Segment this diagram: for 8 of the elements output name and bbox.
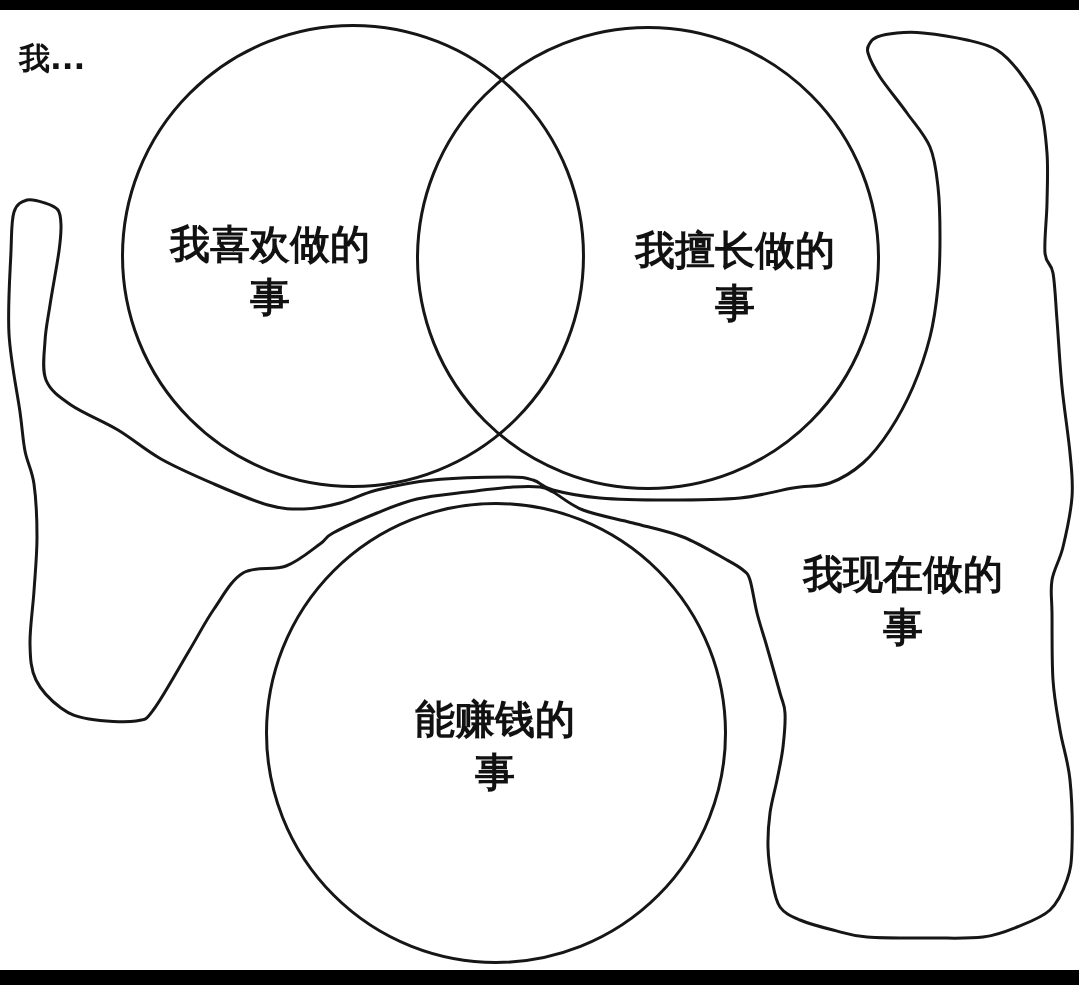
circle: [265, 502, 727, 964]
category-label: 能赚钱的事: [414, 695, 576, 797]
circle: [416, 26, 880, 490]
category-label: 我擅长做的事: [633, 226, 836, 328]
circle: [121, 24, 585, 488]
category-label: 我喜欢做的事: [168, 220, 371, 322]
title: 我...: [19, 39, 86, 78]
category-label: 我现在做的事: [801, 550, 1004, 652]
